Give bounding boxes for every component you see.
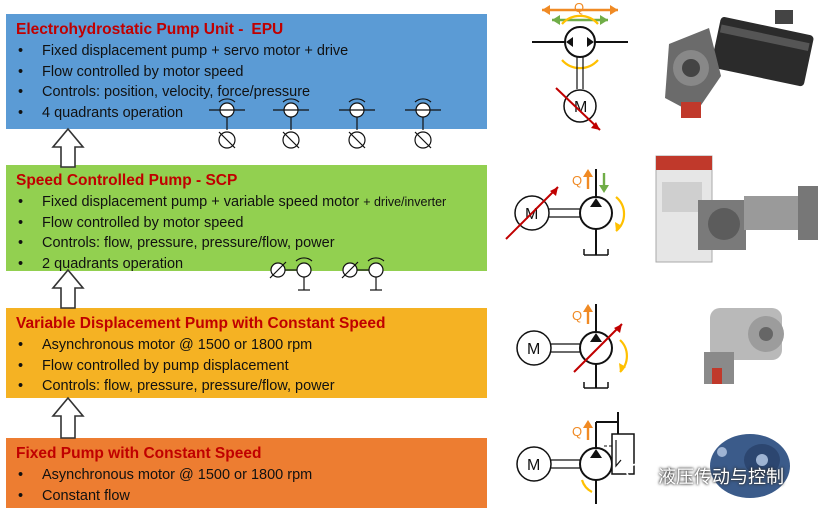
- variable-displacement-pump-image: [704, 308, 784, 384]
- epu-bullets: Fixed displacement pump + servo motor + …: [16, 41, 477, 123]
- flow-label: Q: [572, 308, 582, 323]
- vdp-bullets: Asynchronous motor @ 1500 or 1800 rpm Fl…: [16, 335, 477, 397]
- fpc-box: Fixed Pump with Constant Speed Asynchron…: [6, 438, 487, 508]
- fixed-pump-image: [710, 434, 790, 498]
- scp-box: Speed Controlled Pump - SCP Fixed displa…: [6, 165, 487, 274]
- list-item: Fixed displacement pump + servo motor + …: [16, 41, 477, 62]
- quadrant-symbol-2: [273, 98, 309, 149]
- quadrant-symbol-1: [269, 257, 313, 291]
- list-item: Asynchronous motor @ 1500 or 1800 rpm: [16, 465, 477, 486]
- up-arrow-icon: [51, 396, 85, 439]
- wechat-icon: [626, 463, 652, 484]
- vdp-hydraulic-symbol: M Q: [516, 304, 628, 389]
- motor-label: M: [527, 457, 540, 474]
- speed-controlled-pump-image: [655, 155, 818, 263]
- vdp-title: Variable Displacement Pump with Constant…: [16, 315, 386, 332]
- motor-label: M: [527, 341, 540, 358]
- list-item: Constant flow: [16, 486, 477, 507]
- epu-quadrant-symbols: [209, 98, 441, 149]
- list-item: Asynchronous motor @ 1500 or 1800 rpm: [16, 335, 477, 356]
- quadrant-symbol-4: [405, 98, 441, 149]
- quadrant-symbol-2: [341, 257, 385, 291]
- list-item: Flow controlled by motor speed: [16, 62, 477, 83]
- list-item: Flow controlled by motor speed: [16, 213, 477, 234]
- epu-hydraulic-symbol: Q M: [532, 2, 628, 131]
- list-item: 2 quadrants operation: [16, 254, 477, 275]
- servo-pump-unit-image: [665, 10, 814, 118]
- epu-title: Electrohydrostatic Pump Unit -EPU: [16, 21, 284, 38]
- watermark: 液压传动与控制: [658, 467, 784, 488]
- quadrant-symbol-1: [209, 98, 245, 149]
- scp-hydraulic-symbol: M Q: [505, 169, 626, 256]
- fpc-bullets: Asynchronous motor @ 1500 or 1800 rpm Co…: [16, 465, 477, 506]
- fpc-title: Fixed Pump with Constant Speed: [16, 445, 262, 462]
- flow-label: Q: [572, 173, 582, 188]
- scp-bullets: Fixed displacement pump + variable speed…: [16, 192, 477, 274]
- up-arrow-icon: [51, 127, 85, 168]
- scp-quadrant-symbols: [269, 257, 385, 291]
- motor-label: M: [574, 99, 587, 116]
- scp-title: Speed Controlled Pump - SCP: [16, 172, 238, 189]
- list-item: Controls: flow, pressure, pressure/flow,…: [16, 233, 477, 254]
- vdp-box: Variable Displacement Pump with Constant…: [6, 308, 487, 398]
- list-item: Controls: position, velocity, force/pres…: [16, 82, 477, 103]
- fpc-hydraulic-symbol: M Q: [516, 412, 635, 504]
- up-arrow-icon: [51, 268, 85, 309]
- epu-box: Electrohydrostatic Pump Unit -EPU Fixed …: [6, 14, 487, 129]
- list-item: Fixed displacement pump + variable speed…: [16, 192, 477, 213]
- flow-label: Q: [572, 424, 582, 439]
- list-item: 4 quadrants operation: [16, 103, 477, 124]
- quadrant-symbol-3: [339, 98, 375, 149]
- list-item: Flow controlled by pump displacement: [16, 356, 477, 377]
- flow-label: Q: [574, 2, 584, 15]
- list-item: Controls: flow, pressure, pressure/flow,…: [16, 376, 477, 397]
